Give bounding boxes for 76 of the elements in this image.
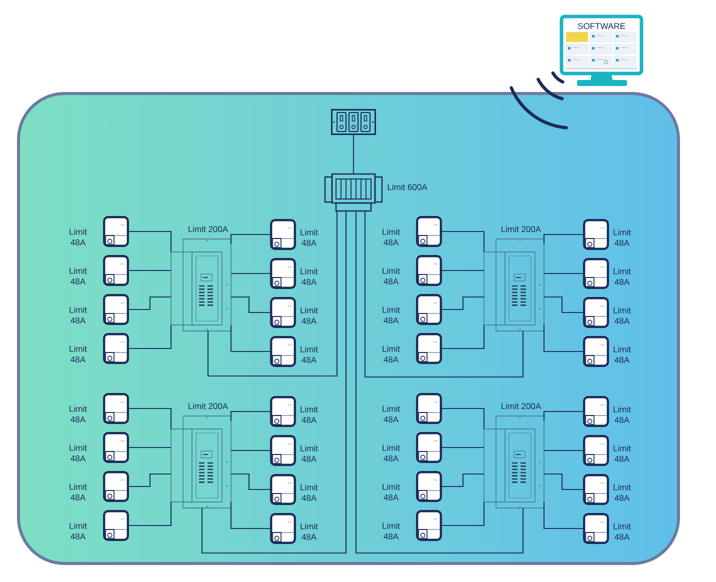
limit-label: Limit 48A [614,307,631,324]
wire [129,446,171,448]
wire [231,473,270,490]
wire [231,272,270,274]
wire [442,408,485,429]
limit-label: Limit 48A [382,268,400,284]
limit-label: Limit 48A [70,522,87,540]
limit-label: Limit 48A [70,268,87,284]
wire [230,325,270,352]
limit-label: Limit 48A [70,346,87,362]
limit-label: Limit 48A [614,268,631,285]
wire [129,230,172,252]
limit-label: Limit 48A [300,523,318,540]
limit-label: Limit 48A [300,406,318,423]
wire [442,270,484,272]
limit-label: Limit 600A [388,184,428,190]
wire [207,211,338,377]
wire [544,296,583,314]
limit-label: Limit 48A [300,229,318,246]
limit-label: Limit 48A [70,228,87,246]
limit-label: Limit 48A [70,406,87,422]
wire [129,473,171,488]
wire [355,211,524,554]
limit-label: Limit 200A [502,226,542,232]
wire [129,270,171,272]
limit-label: Limit 48A [300,346,318,363]
wire [129,325,172,350]
wire [442,230,485,252]
computer-monitor: SOFTWARE [560,14,644,86]
limit-label: Limit 48A [614,445,631,462]
wire [352,135,354,174]
limit-label: Limit 48A [382,346,400,362]
limit-label: Limit 48A [614,229,631,246]
limit-label: Limit 48A [70,444,87,462]
limit-label: Limit 48A [300,307,318,324]
limit-label: Limit 48A [382,484,400,500]
limit-label: Limit 48A [614,406,631,423]
wire [231,296,270,314]
limit-label: Limit 200A [502,402,542,410]
wire [442,296,484,310]
wire [364,211,524,378]
wire [230,410,270,421]
wire [442,446,484,448]
limit-label: Limit 48A [614,346,631,363]
wire [543,234,583,244]
limit-label: Limit 48A [70,484,87,500]
wire [230,234,270,244]
wire [129,296,171,310]
wire [544,450,583,452]
limit-label: Limit 48A [614,523,631,540]
limit-label: Limit 48A [382,228,400,246]
limit-label: Limit 48A [300,268,318,285]
limit-label: Limit 48A [382,522,400,540]
wire [129,502,172,526]
limit-label: Limit 48A [382,444,400,462]
wire [544,272,583,274]
wire [442,502,485,526]
wire [129,408,172,429]
wire [231,450,270,452]
limit-label: Limit 48A [70,306,87,324]
wire [543,410,583,421]
wire [230,502,270,530]
limit-label: Limit 48A [382,406,400,422]
wire [543,325,583,352]
limit-label: Limit 48A [300,484,318,501]
limit-label: Limit 200A [188,402,228,410]
limit-label: Limit 48A [300,445,318,462]
disconnect-switch [331,109,376,135]
wire [442,325,485,350]
limit-label: Limit 200A [188,226,228,232]
wire [201,211,347,554]
wire [544,473,583,490]
wire [543,502,583,530]
wire [442,473,484,488]
limit-label: Limit 48A [382,306,400,324]
limit-label: Limit 48A [614,484,631,501]
